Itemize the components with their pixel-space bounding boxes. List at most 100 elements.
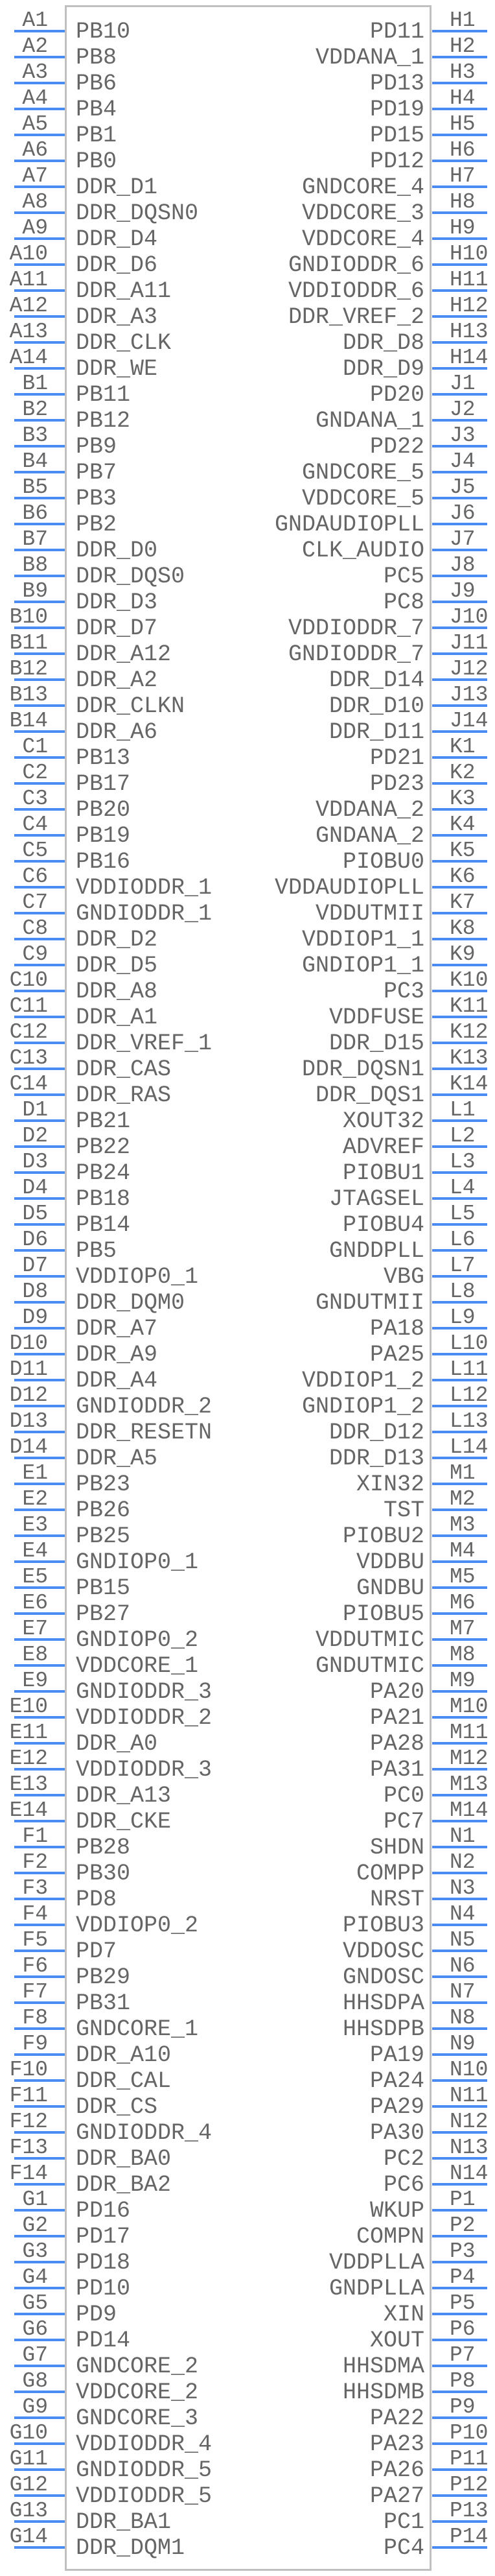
pin-line [432, 2079, 487, 2082]
pin-line [432, 549, 487, 551]
pin-number: N7 [450, 1980, 476, 2004]
pin-line [14, 2494, 65, 2497]
pin-name: XOUT [369, 2328, 424, 2354]
pin-line [432, 2391, 487, 2393]
pin-number: P2 [450, 2213, 476, 2237]
pin-line [14, 834, 65, 837]
pin-line [14, 445, 65, 447]
pin-number: K12 [450, 1020, 489, 1044]
pin-line [14, 367, 65, 370]
pin-line [432, 1457, 487, 1459]
pin-number: F13 [9, 2136, 48, 2160]
pin-line [14, 912, 65, 914]
pin-number: C2 [22, 761, 48, 785]
pin-name: GNDPLLA [328, 2276, 424, 2302]
pin-number: M6 [450, 1591, 476, 1615]
pin-number: B5 [22, 475, 48, 499]
pin-number: N4 [450, 1902, 476, 1926]
pin-number: K8 [450, 916, 476, 940]
pin-number: K4 [450, 813, 476, 837]
pin-name: PC4 [383, 2535, 424, 2561]
pin-name: PB16 [76, 849, 131, 875]
pin-number: H6 [450, 138, 476, 162]
pin-name: SHDN [369, 1835, 424, 1861]
pin-line [432, 2442, 487, 2445]
pin-name: PC6 [383, 2172, 424, 2198]
pin-name: DDR_CKE [76, 1809, 172, 1835]
pin-name: DDR_A0 [76, 1731, 158, 1757]
pin-line [432, 211, 487, 214]
pin-line [14, 1353, 65, 1355]
pin-line [432, 1379, 487, 1381]
pin-name: DDR_D11 [328, 719, 424, 745]
pin-number: C7 [22, 890, 48, 914]
pin-number: K14 [450, 1072, 489, 1096]
pin-number: B1 [22, 372, 48, 396]
pin-name: GNDCORE_3 [76, 2405, 199, 2431]
pin-line [14, 1846, 65, 1848]
pin-line [432, 990, 487, 992]
pin-name: PB9 [76, 434, 117, 460]
pin-name: DDR_BA0 [76, 2146, 172, 2172]
pin-name: PB20 [76, 797, 131, 823]
pin-name: PD14 [76, 2328, 131, 2354]
pin-name: PA23 [369, 2431, 424, 2457]
pin-name: GNDCORE_1 [76, 2016, 199, 2042]
pin-number: C6 [22, 865, 48, 888]
pin-number: H7 [450, 164, 476, 188]
pin-name: PB6 [76, 71, 117, 97]
pin-line [432, 2105, 487, 2108]
pin-number: M12 [450, 1747, 489, 1771]
pin-number: F10 [9, 2058, 48, 2082]
pin-line [432, 237, 487, 240]
pin-line [14, 1534, 65, 1537]
pin-name: DDR_RESETN [76, 1420, 213, 1446]
pin-number: P9 [450, 2395, 476, 2419]
pin-name: PA24 [369, 2068, 424, 2094]
pin-name: HHSDMA [342, 2354, 424, 2379]
pin-number: N11 [450, 2084, 489, 2108]
pin-line [14, 626, 65, 629]
pin-name: VDDUTMIC [315, 1627, 424, 1653]
pin-line [432, 1898, 487, 1900]
pin-line [432, 1716, 487, 1719]
pin-line [432, 2365, 487, 2367]
pin-name: GNDIOP1_2 [301, 1394, 424, 1420]
pin-number: E12 [9, 1747, 48, 1771]
pin-number: E7 [22, 1617, 48, 1641]
pin-name: PD15 [369, 123, 424, 149]
pin-line [432, 1794, 487, 1796]
pin-number: C9 [22, 942, 48, 966]
pin-line [432, 782, 487, 785]
pin-number: N3 [450, 1876, 476, 1900]
pin-name: PD10 [76, 2276, 131, 2302]
pin-line [14, 1898, 65, 1900]
pin-name: PA28 [369, 1731, 424, 1757]
pin-name: DDR_DQM0 [76, 1290, 185, 1316]
pin-number: M2 [450, 1487, 476, 1511]
pin-name: PA19 [369, 2042, 424, 2068]
pin-number: B11 [9, 631, 48, 655]
pin-name: XOUT32 [342, 1108, 424, 1134]
pin-line [432, 1586, 487, 1589]
pin-number: E1 [22, 1461, 48, 1485]
pin-line [432, 1042, 487, 1044]
pin-name: DDR_CLKN [76, 693, 185, 719]
pin-number: G13 [9, 2499, 48, 2523]
pin-line [432, 626, 487, 629]
pin-number: N10 [450, 2058, 489, 2082]
pin-line [14, 1042, 65, 1044]
pin-number: A4 [22, 86, 48, 110]
pin-name: VDDIOP0_1 [76, 1264, 199, 1290]
pin-name: DDR_A7 [76, 1316, 158, 1342]
pin-line [14, 808, 65, 811]
pin-name: PB0 [76, 149, 117, 174]
pin-name: DDR_VREF_2 [288, 304, 424, 330]
pin-number: K6 [450, 865, 476, 888]
pin-name: PB25 [76, 1523, 131, 1549]
pin-line [432, 886, 487, 888]
pin-number: G3 [22, 2239, 48, 2263]
pin-name: PB31 [76, 1990, 131, 2016]
pin-number: A3 [22, 60, 48, 84]
